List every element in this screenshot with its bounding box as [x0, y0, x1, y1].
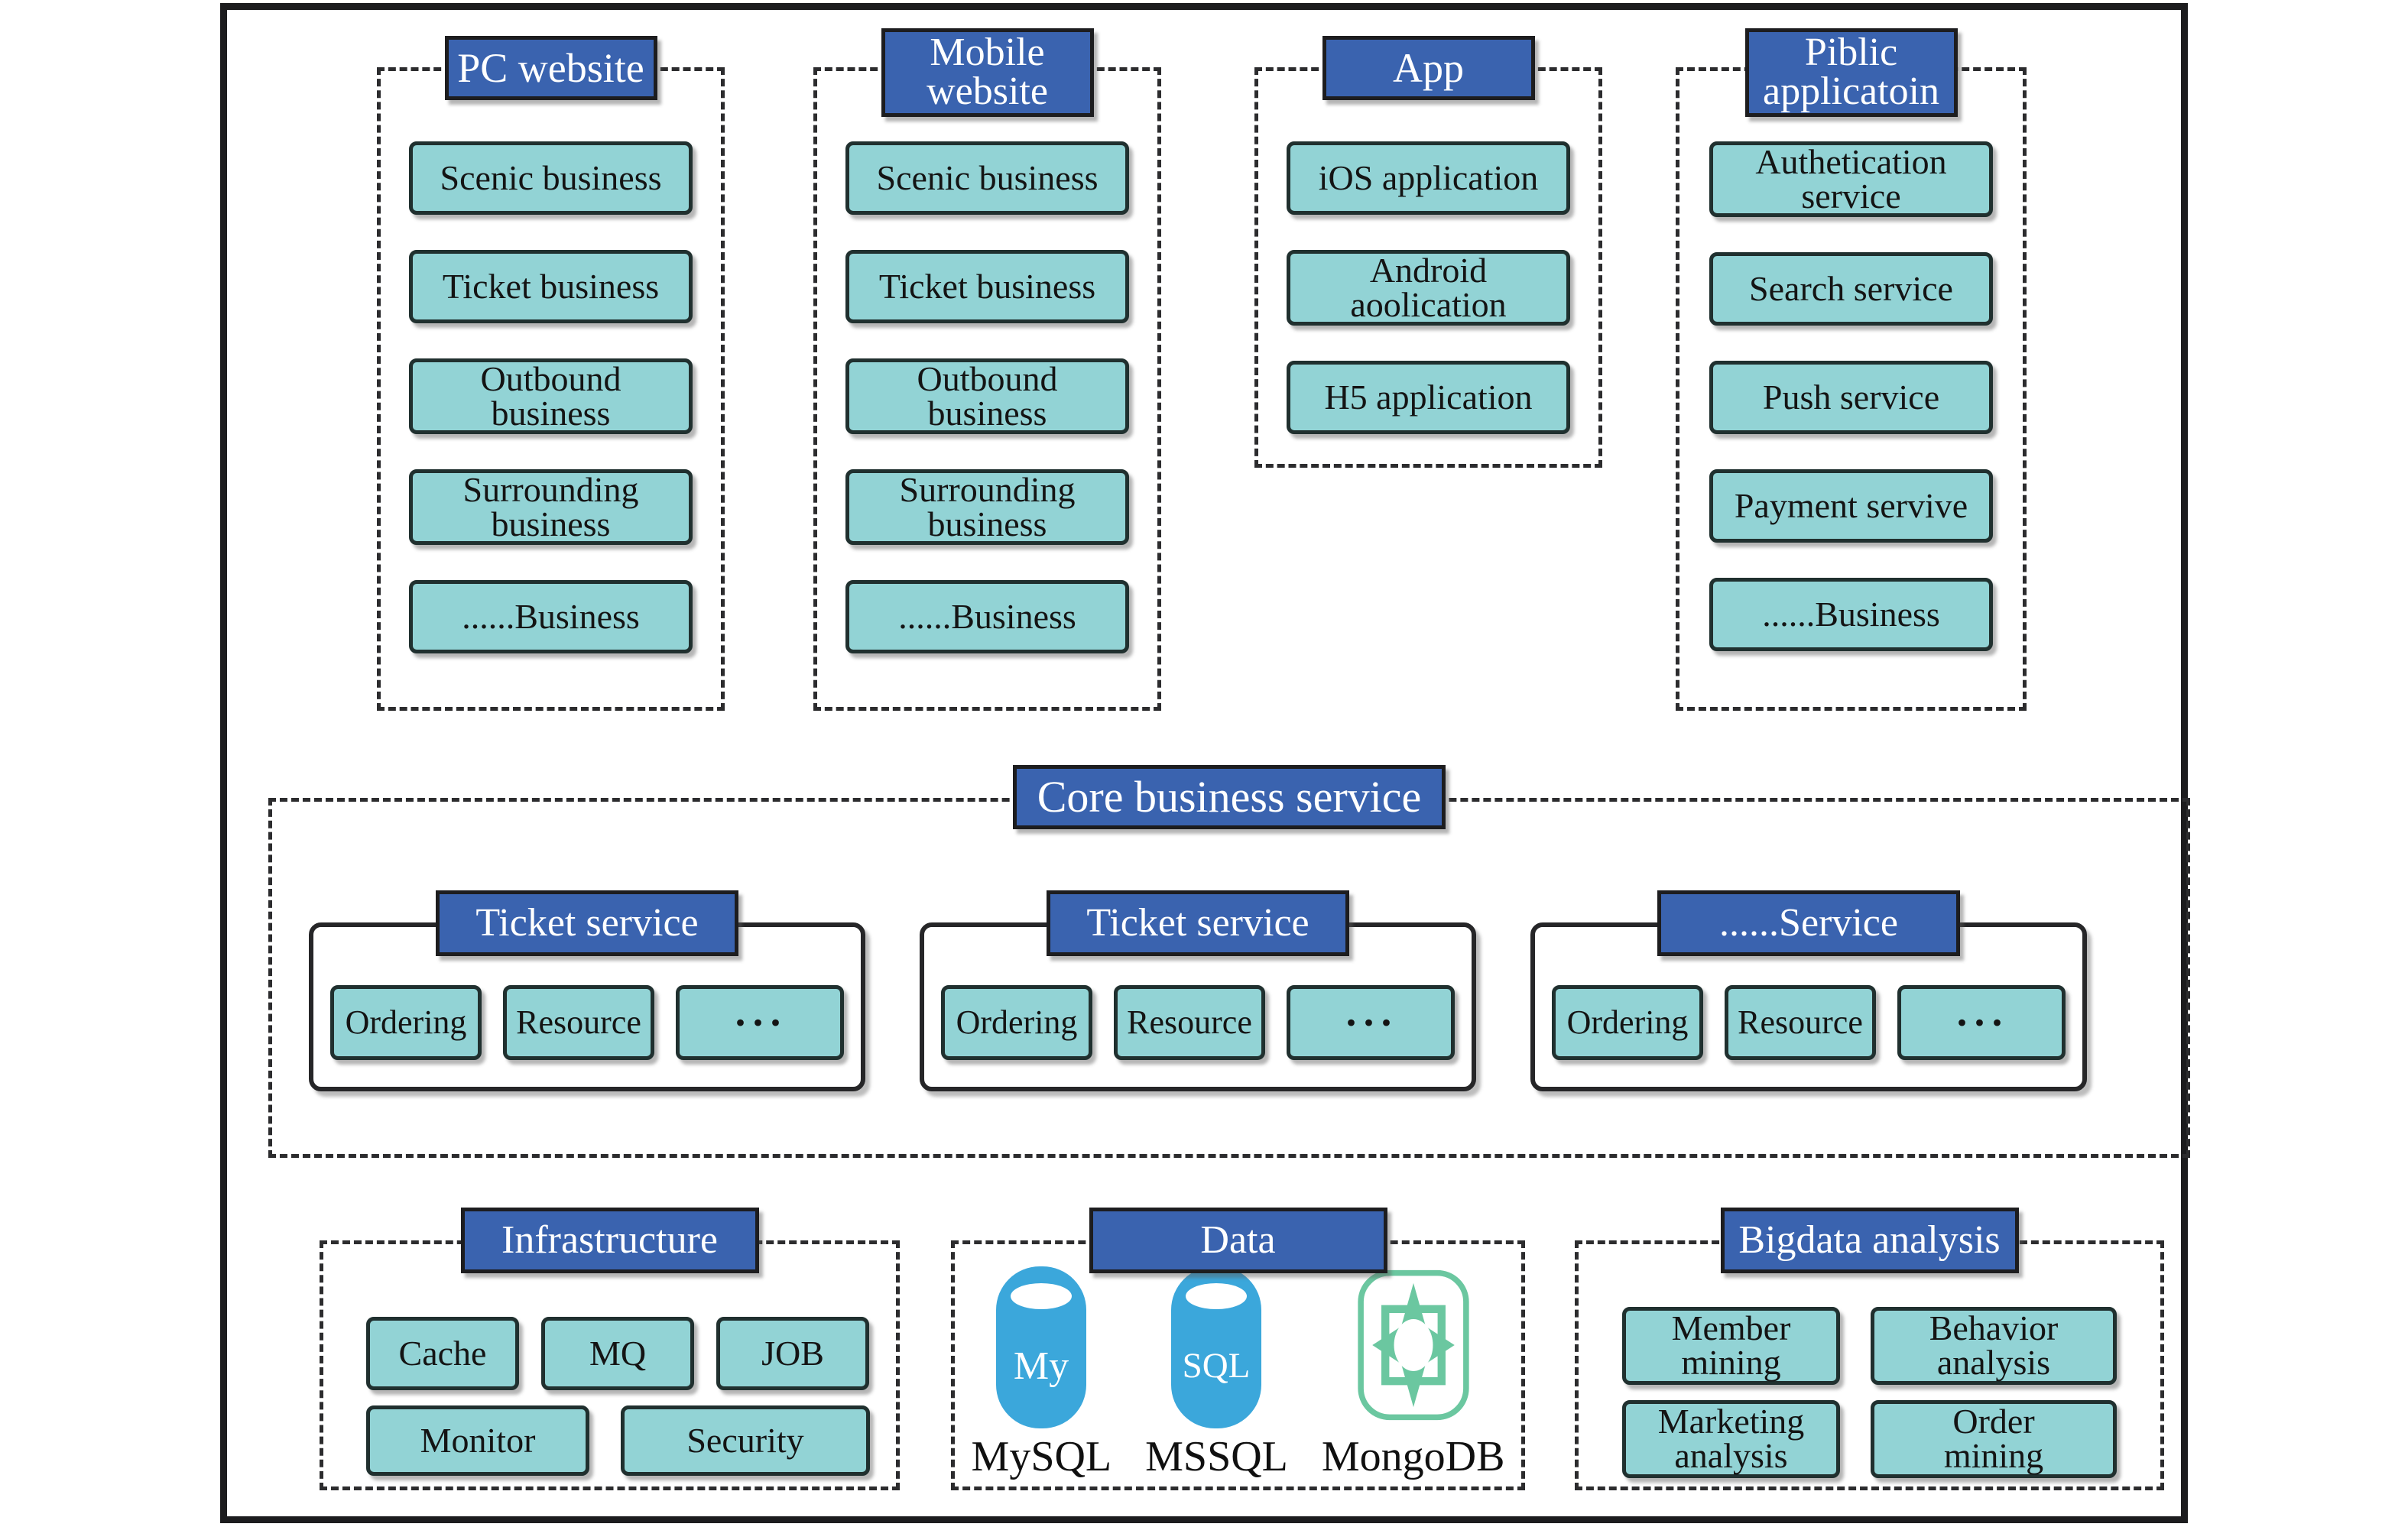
pc-website-items: Scenic business Ticket business Outbound… [381, 71, 721, 654]
app-item-android-application: Android aoolication [1287, 250, 1570, 326]
svc3-item-ordering: Ordering [1552, 985, 1703, 1060]
mssql-label: MSSQL [1145, 1433, 1288, 1480]
mssql-cylinder-text: SQL [1183, 1346, 1251, 1386]
bigdata-item-marketing-analysis: Marketing analysis [1622, 1400, 1840, 1478]
mongodb-icon [1358, 1269, 1469, 1421]
pub-item-search-service: Search service [1709, 252, 1993, 326]
service-box-more-items: Ordering Resource ··· [1535, 985, 2082, 1060]
group-public-application-title: Piblic applicatoin [1744, 28, 1958, 117]
mobile-item-ticket-business: Ticket business [845, 250, 1129, 323]
svc1-item-ellipsis: ··· [676, 985, 844, 1060]
service-box-ticket-1: Ticket service Ordering Resource ··· [309, 890, 865, 1091]
mysql-db-cylinder-icon: My [996, 1266, 1087, 1428]
infrastructure-title: Infrastructure [460, 1208, 759, 1273]
db-col-mysql: My MySQL [972, 1264, 1112, 1480]
group-mobile-website: Mobile website Scenic business Ticket bu… [813, 28, 1161, 711]
bigdata-item-behavior-analysis: Behavior analysis [1871, 1307, 2117, 1385]
group-mobile-website-title: Mobile website [881, 28, 1094, 117]
group-core-business-service: Core business service Ticket service Ord… [268, 765, 2190, 1158]
public-application-items: Authetication service Search service Pus… [1679, 71, 2023, 652]
db-col-mssql: SQL MSSQL [1145, 1264, 1288, 1480]
svc2-item-resource: Resource [1114, 985, 1265, 1060]
service-box-more-title: ......Service [1657, 890, 1960, 956]
mongodb-label: MongoDB [1321, 1433, 1505, 1480]
pub-item-more-business: ......Business [1709, 578, 1993, 652]
group-infrastructure: Infrastructure Cache MQ JOB Monitor Secu… [320, 1208, 900, 1490]
infra-item-job: JOB [716, 1317, 869, 1390]
svc1-item-ordering: Ordering [330, 985, 482, 1060]
mysql-cylinder-text: My [1014, 1344, 1069, 1388]
core-service-row: Ticket service Ordering Resource ··· Tic… [272, 890, 2186, 1091]
bigdata-item-member-mining: Member mining [1622, 1307, 1840, 1385]
app-item-h5-application: H5 application [1287, 361, 1570, 435]
infra-item-monitor: Monitor [366, 1405, 589, 1476]
bigdata-item-order-mining: Order mining [1871, 1400, 2117, 1478]
outer-frame [220, 3, 2188, 1523]
group-pc-website-title: PC website [444, 36, 657, 100]
service-box-ticket-2: Ticket service Ordering Resource ··· [920, 890, 1476, 1091]
group-app-title: App [1322, 36, 1535, 100]
infra-item-security: Security [621, 1405, 870, 1476]
pub-item-push-service: Push service [1709, 361, 1993, 435]
mobile-item-more-business: ......Business [845, 580, 1129, 654]
data-db-row: My MySQL SQL MSSQL MongoD [955, 1264, 1521, 1480]
bigdata-row-1: Member mining Behavior analysis [1622, 1307, 2160, 1385]
mobile-item-surrounding-business: Surrounding business [845, 469, 1129, 546]
mssql-db-cylinder-icon: SQL [1171, 1266, 1262, 1428]
pc-item-surrounding-business: Surrounding business [409, 469, 693, 546]
group-bigdata-analysis: Bigdata analysis Member mining Behavior … [1575, 1208, 2164, 1490]
group-data: Data My MySQL SQL MSSQL [951, 1208, 1525, 1490]
bigdata-row-2: Marketing analysis Order mining [1622, 1400, 2160, 1478]
db-col-mongodb: MongoDB [1321, 1269, 1505, 1480]
service-box-more: ......Service Ordering Resource ··· [1530, 890, 2087, 1091]
group-app: App iOS application Android aoolication … [1254, 36, 1602, 468]
svc2-item-ordering: Ordering [941, 985, 1092, 1060]
group-public-application: Piblic applicatoin Authetication service… [1676, 28, 2027, 711]
svc3-item-ellipsis: ··· [1897, 985, 2066, 1060]
pub-item-payment-service: Payment servive [1709, 469, 1993, 543]
infra-item-cache: Cache [366, 1317, 519, 1390]
svc2-item-ellipsis: ··· [1287, 985, 1455, 1060]
service-box-ticket-2-items: Ordering Resource ··· [924, 985, 1472, 1060]
infrastructure-row-2: Monitor Security [366, 1405, 896, 1476]
data-title: Data [1089, 1208, 1387, 1273]
bigdata-analysis-title: Bigdata analysis [1720, 1208, 2019, 1273]
mobile-item-scenic-business: Scenic business [845, 141, 1129, 215]
infrastructure-row-1: Cache MQ JOB [366, 1317, 896, 1390]
pc-item-scenic-business: Scenic business [409, 141, 693, 215]
pub-item-authentication-service: Authetication service [1709, 141, 1993, 218]
pc-item-outbound-business: Outbound business [409, 358, 693, 435]
pc-item-ticket-business: Ticket business [409, 250, 693, 323]
mobile-website-items: Scenic business Ticket business Outbound… [817, 71, 1157, 654]
mobile-item-outbound-business: Outbound business [845, 358, 1129, 435]
svc3-item-resource: Resource [1725, 985, 1876, 1060]
pc-item-more-business: ......Business [409, 580, 693, 654]
infra-item-mq: MQ [541, 1317, 694, 1390]
app-items: iOS application Android aoolication H5 a… [1258, 71, 1598, 435]
service-box-ticket-1-items: Ordering Resource ··· [313, 985, 861, 1060]
svc1-item-resource: Resource [503, 985, 654, 1060]
service-box-ticket-1-title: Ticket service [436, 890, 738, 956]
group-pc-website: PC website Scenic business Ticket busine… [377, 36, 725, 711]
service-box-ticket-2-title: Ticket service [1047, 890, 1349, 956]
mysql-label: MySQL [971, 1433, 1112, 1480]
core-business-service-title: Core business service [1013, 765, 1446, 829]
app-item-ios-application: iOS application [1287, 141, 1570, 215]
